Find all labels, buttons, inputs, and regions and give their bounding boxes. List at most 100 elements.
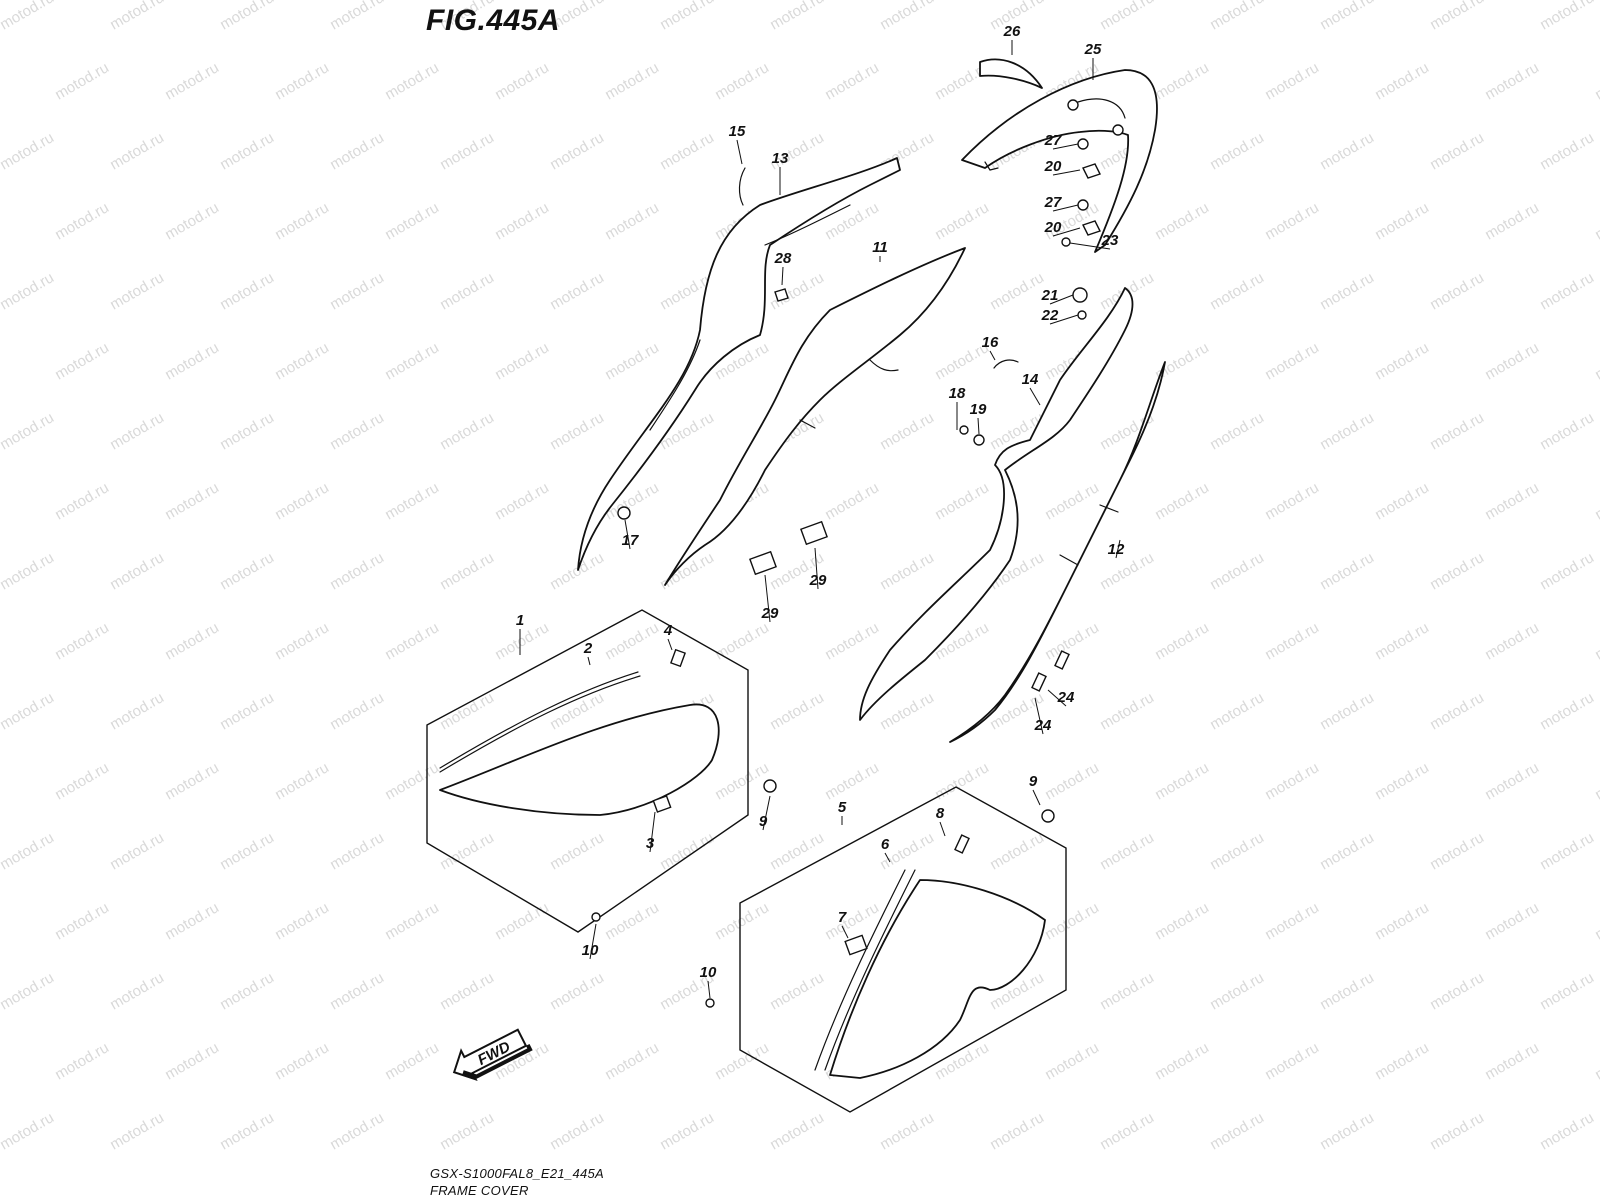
watermark-text: motod.ru <box>1207 969 1267 1013</box>
leader-c9a <box>762 795 771 831</box>
watermark-text: motod.ru <box>1152 899 1212 943</box>
watermark-text: motod.ru <box>547 1109 607 1153</box>
leader-c16 <box>989 350 996 361</box>
watermark-text: motod.ru <box>162 759 222 803</box>
leader-c27a <box>1052 143 1079 150</box>
watermark-text: motod.ru <box>162 619 222 663</box>
watermark-text: motod.ru <box>382 59 442 103</box>
watermark-text: motod.ru <box>1207 409 1267 453</box>
watermark-text: motod.ru <box>1097 1109 1157 1153</box>
watermark-text: motod.ru <box>1427 829 1487 873</box>
watermark-text: motod.ru <box>0 409 57 453</box>
callout-c27b: 27 <box>1044 194 1062 211</box>
watermark-text: motod.ru <box>767 0 827 33</box>
leader-c20a <box>1052 169 1081 176</box>
watermark-text: motod.ru <box>877 0 937 33</box>
watermark-text: motod.ru <box>217 829 277 873</box>
leader-c8 <box>939 821 946 837</box>
watermark-text: motod.ru <box>1372 759 1432 803</box>
watermark-text: motod.ru <box>602 1039 662 1083</box>
watermark-text: motod.ru <box>492 59 552 103</box>
leader-c22 <box>1049 314 1079 325</box>
callout-c24b: 24 <box>1034 717 1052 734</box>
callout-c10b: 10 <box>700 964 717 981</box>
watermark-text: motod.ru <box>1207 689 1267 733</box>
watermark-text: motod.ru <box>437 549 497 593</box>
callout-c11: 11 <box>872 239 888 256</box>
watermark-text: motod.ru <box>52 339 112 383</box>
watermark-text: motod.ru <box>437 269 497 313</box>
leader-c24a <box>1047 689 1067 707</box>
watermark-text: motod.ru <box>1372 619 1432 663</box>
watermark-text: motod.ru <box>767 969 827 1013</box>
watermark-text: motod.ru <box>107 969 167 1013</box>
leader-c29a <box>764 574 771 623</box>
watermark-text: motod.ru <box>547 269 607 313</box>
watermark-text: motod.ru <box>1317 409 1377 453</box>
watermark-text: motod.ru <box>1427 1109 1487 1153</box>
part-25-tail-cowl <box>961 69 1158 253</box>
callout-c7: 7 <box>838 909 847 926</box>
watermark-text: motod.ru <box>217 549 277 593</box>
watermark-text: motod.ru <box>0 969 57 1013</box>
callout-c26: 26 <box>1003 23 1021 40</box>
watermark-text: motod.ru <box>327 409 387 453</box>
leader-c7 <box>841 925 849 939</box>
watermark-text: motod.ru <box>1427 969 1487 1013</box>
watermark-text: motod.ru <box>272 1039 332 1083</box>
leader-c27b <box>1052 204 1079 212</box>
watermark-text: motod.ru <box>1317 549 1377 593</box>
leader-c19 <box>977 417 980 435</box>
watermark-text: motod.ru <box>1537 0 1597 33</box>
watermark-text: motod.ru <box>437 1109 497 1153</box>
watermark-text: motod.ru <box>1592 59 1600 103</box>
watermark-text: motod.ru <box>382 899 442 943</box>
callout-c8: 8 <box>936 805 945 822</box>
part-26-seal <box>979 58 1043 89</box>
watermark-text: motod.ru <box>1592 619 1600 663</box>
watermark-text: motod.ru <box>0 1109 57 1153</box>
watermark-text: motod.ru <box>52 619 112 663</box>
callout-c14: 14 <box>1022 371 1039 388</box>
watermark-text: motod.ru <box>1537 129 1597 173</box>
callout-c29a: 29 <box>761 605 779 622</box>
figure-title: FIG.445A <box>426 4 561 37</box>
watermark-text: motod.ru <box>1482 339 1542 383</box>
part-15-strip <box>738 167 746 206</box>
watermark-text: motod.ru <box>547 129 607 173</box>
watermark-text: motod.ru <box>52 759 112 803</box>
leader-c29b <box>814 547 819 590</box>
watermark-text: motod.ru <box>272 479 332 523</box>
watermark-text: motod.ru <box>712 619 772 663</box>
leader-c2 <box>587 656 591 666</box>
watermark-text: motod.ru <box>602 899 662 943</box>
watermark-text: motod.ru <box>822 59 882 103</box>
watermark-text: motod.ru <box>382 759 442 803</box>
watermark-text: motod.ru <box>1592 479 1600 523</box>
leader-c10a <box>589 923 597 960</box>
watermark-text: motod.ru <box>107 689 167 733</box>
leader-c4 <box>667 638 673 651</box>
watermark-text: motod.ru <box>272 199 332 243</box>
watermark-text: motod.ru <box>767 1109 827 1153</box>
watermark-text: motod.ru <box>657 829 717 873</box>
part-11-inner-cover <box>664 247 966 586</box>
watermark-text: motod.ru <box>1427 0 1487 33</box>
watermark-text: motod.ru <box>327 1109 387 1153</box>
watermark-text: motod.ru <box>822 479 882 523</box>
watermark-text: motod.ru <box>1427 689 1487 733</box>
watermark-text: motod.ru <box>1537 1109 1597 1153</box>
leader-c14 <box>1029 387 1041 406</box>
watermark-text: motod.ru <box>877 1109 937 1153</box>
watermark-text: motod.ru <box>437 409 497 453</box>
watermark-text: motod.ru <box>767 689 827 733</box>
callout-c10a: 10 <box>582 942 599 959</box>
watermark-text: motod.ru <box>0 689 57 733</box>
leader-c9b <box>1032 789 1041 806</box>
watermark-text: motod.ru <box>1097 969 1157 1013</box>
watermark-text: motod.ru <box>1427 549 1487 593</box>
watermark-text: motod.ru <box>1482 199 1542 243</box>
watermark-text: motod.ru <box>1097 549 1157 593</box>
watermark-text: motod.ru <box>272 899 332 943</box>
